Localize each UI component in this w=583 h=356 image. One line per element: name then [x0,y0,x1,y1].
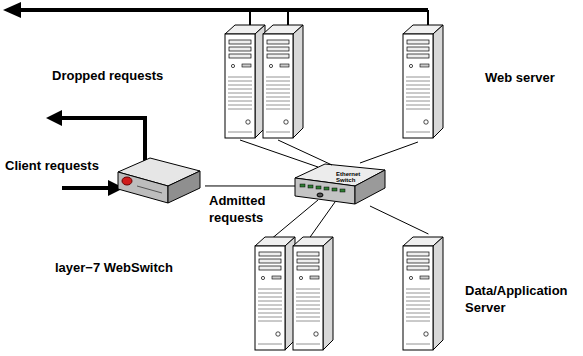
server-tower [263,25,303,138]
server-tower [293,237,333,350]
cable [370,206,428,234]
node-label: Ethernet Switch [336,171,364,184]
server-drop-line [250,10,428,26]
node-label: Web server [485,69,555,86]
drop-line [18,8,428,12]
cable [360,142,418,163]
device-slot [137,186,162,193]
data-server-node: Data/Application Server [250,234,581,352]
node-label: layer−7 WebSwitch [55,259,173,276]
webswitch-device [118,158,200,203]
edge-label: Admitted requests [209,192,279,226]
server-tower [403,25,443,138]
ethernet-switch-device [295,164,385,204]
cable [205,185,295,186]
port-row [300,184,345,192]
dropped-arrow-top [3,2,428,26]
device-front [118,172,168,203]
server-tower [255,237,295,350]
ethernet-switch-node: Ethernet Switch [295,163,385,206]
server-tower [225,25,265,138]
cable [278,140,332,165]
client-arrow [62,186,110,190]
device-side [168,171,200,203]
device-button [317,193,323,197]
client-label: Client requests [5,157,99,174]
arrow-head [46,110,62,126]
web-server-node: Web server [222,22,577,142]
cable [308,202,335,240]
dropped-label: Dropped requests [52,67,163,84]
server-tower [403,237,443,350]
arrow-head [3,2,21,18]
device-led [122,177,132,185]
node-label: Data/Application Server [465,282,579,316]
